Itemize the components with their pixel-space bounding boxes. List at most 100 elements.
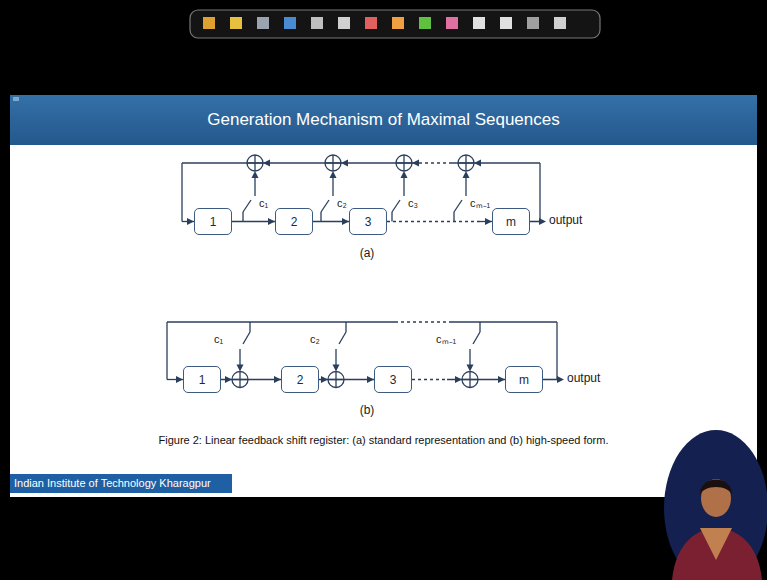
connector-segment	[539, 163, 540, 222]
tap-arrowheads-a	[330, 171, 337, 178]
tap-switches-b	[345, 322, 346, 332]
register-box: 2	[281, 366, 319, 393]
title-icon	[13, 98, 19, 100]
arrowhead	[342, 218, 349, 225]
tap-arrowheads-b	[333, 365, 340, 372]
tap-arrowheads-a	[252, 171, 470, 178]
tap-switches-a	[332, 178, 333, 196]
connector-segment	[319, 379, 374, 380]
connector-segment	[452, 162, 540, 163]
presenter-video	[700, 480, 732, 497]
connector-segment	[167, 321, 396, 322]
register-box: 3	[349, 208, 387, 235]
tap-switches-a	[465, 178, 466, 196]
feedback-connector	[313, 218, 349, 225]
tap-coefficient: c₃	[408, 197, 418, 210]
tap-switches-b	[339, 332, 346, 344]
tap-switches-a	[454, 200, 462, 212]
presenter-video	[672, 528, 762, 580]
tap-arrowheads-b	[237, 365, 474, 372]
tap-coefficient: c₁	[214, 333, 223, 346]
output-label: output	[567, 372, 600, 386]
connector-segment	[182, 162, 414, 163]
box-label: m	[519, 373, 529, 387]
connector-segment	[543, 379, 557, 380]
connector-segment	[181, 163, 182, 222]
tap-arrowheads-a	[463, 171, 470, 178]
box-label: 1	[199, 373, 206, 387]
box-label: 1	[210, 215, 217, 229]
box-label: m	[506, 215, 516, 229]
tap-switches-b	[335, 349, 336, 365]
tap-switches-a	[403, 178, 404, 196]
toolbar	[554, 17, 566, 29]
tap-coefficient: cₘ₋₁	[470, 197, 490, 210]
tap-switches-b	[240, 322, 480, 365]
connector-segment	[412, 379, 447, 380]
arrowhead	[274, 376, 281, 383]
box-label: 2	[297, 373, 304, 387]
toolbar	[203, 17, 215, 29]
toolbar	[446, 17, 458, 29]
slide-title: Generation Mechanism of Maximal Sequence…	[10, 110, 757, 130]
tap-switches-a	[392, 200, 400, 212]
register-box: 3	[374, 366, 412, 393]
connector-segment	[387, 221, 480, 222]
tap-arrowheads-b	[467, 365, 474, 372]
tap-switches-b	[469, 349, 470, 365]
title-icon	[13, 98, 19, 99]
output-arrow-b	[543, 379, 558, 380]
connector-segment	[452, 321, 557, 322]
toolbar	[527, 17, 539, 29]
arrowhead	[268, 218, 275, 225]
toolbar	[190, 10, 600, 38]
output-label: output	[549, 214, 582, 228]
institute-name: Indian Institute of Technology Kharagpur	[14, 477, 211, 490]
tap-switches-b	[479, 322, 480, 332]
tap-switches-b	[243, 332, 250, 344]
tap-coefficient: c₁	[259, 197, 268, 210]
feedback-connector	[412, 376, 505, 383]
tap-switches-a	[320, 212, 321, 222]
toolbar	[257, 17, 269, 29]
toolbar	[190, 10, 600, 38]
feedback-connector	[232, 218, 275, 225]
feedback-connector	[167, 322, 557, 383]
register-box: m	[505, 366, 543, 393]
feedback-connector	[319, 376, 374, 383]
presenter-video	[664, 430, 767, 580]
output-arrow-b	[543, 376, 564, 383]
toolbar	[392, 17, 404, 29]
connector-segment	[396, 321, 452, 322]
register-box: 1	[194, 208, 232, 235]
tap-switches-a	[243, 200, 251, 212]
output-arrow-a	[530, 221, 540, 222]
sub-figure-label: (b)	[327, 404, 407, 418]
toolbar	[473, 17, 485, 29]
feedback-connector	[387, 218, 492, 225]
tap-arrowheads-b	[237, 365, 244, 372]
toolbar	[365, 17, 377, 29]
toolbar	[230, 17, 242, 29]
connector-segment	[221, 379, 281, 380]
tap-switches-a	[254, 178, 255, 196]
title-icon	[13, 100, 19, 101]
tap-switches-a	[242, 212, 243, 222]
connector-segment	[166, 322, 167, 380]
tap-arrowheads-a	[252, 171, 259, 178]
tap-switches-b	[239, 349, 240, 365]
toolbar	[311, 17, 323, 29]
arrowhead	[367, 376, 374, 383]
box-label: 3	[365, 215, 372, 229]
output-arrow-a	[530, 218, 546, 225]
tap-switches-a	[391, 212, 392, 222]
presenter-video	[664, 430, 767, 580]
tap-switches-a	[321, 200, 329, 212]
connector-segment	[447, 379, 505, 380]
connector-segment	[556, 322, 557, 380]
box-label: 3	[390, 373, 397, 387]
tap-coefficient: cₘ₋₁	[436, 333, 456, 346]
box-label: 2	[291, 215, 298, 229]
